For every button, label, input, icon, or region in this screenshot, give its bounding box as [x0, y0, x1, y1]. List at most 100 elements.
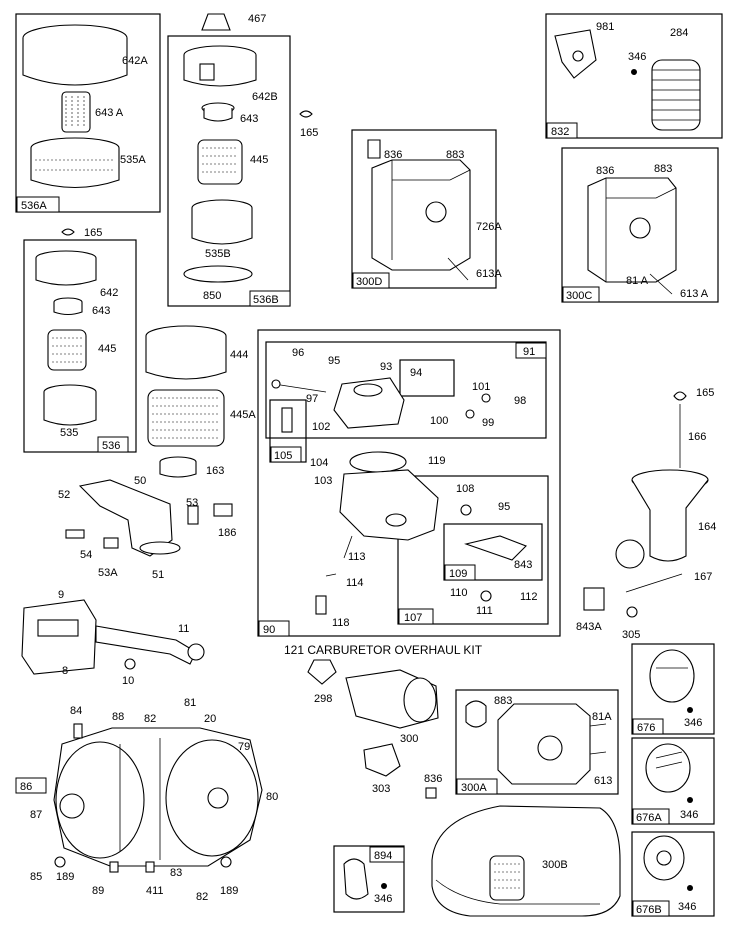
part-189: 189: [56, 871, 74, 883]
part-95-b: 95: [498, 501, 510, 513]
kit-title: 121 CARBURETOR OVERHAUL KIT: [284, 643, 483, 657]
part-643A: 643 A: [95, 107, 124, 119]
part-80: 80: [266, 791, 278, 803]
part-112: 112: [520, 591, 538, 603]
part-82-b: 82: [196, 891, 208, 903]
part-850: 850: [203, 290, 221, 302]
part-85: 85: [30, 871, 42, 883]
part-108: 108: [456, 483, 474, 495]
part-166: 166: [688, 431, 706, 443]
part-298: 298: [314, 693, 332, 705]
part-445A: 445A: [230, 409, 256, 421]
part-94: 94: [410, 367, 422, 379]
part-445: 445: [250, 154, 268, 166]
part-119: 119: [428, 455, 446, 467]
part-10: 10: [122, 675, 134, 687]
part-165-wingnut: 165: [299, 110, 318, 139]
group-300A: 300A 883 81A 613: [455, 689, 619, 795]
part-300: 300: [400, 733, 418, 745]
part-98: 98: [514, 395, 526, 407]
part-101: 101: [472, 381, 490, 393]
part-97: 97: [306, 393, 318, 405]
part-114: 114: [346, 577, 364, 589]
part-81A-c: 81 A: [626, 275, 649, 287]
part-535: 535: [60, 427, 78, 439]
part-102: 102: [312, 421, 330, 433]
part-467-knob: 467: [201, 13, 266, 31]
part-642A: 642A: [122, 55, 148, 67]
muffler-300-group: 298 300 303: [307, 659, 439, 795]
part-836-a: 836: [384, 149, 402, 161]
group-tag-536: 536: [102, 440, 120, 452]
part-535B: 535B: [205, 248, 231, 260]
part-104: 104: [310, 457, 328, 469]
part-83: 83: [170, 867, 182, 879]
group-tag-90: 90: [263, 624, 275, 636]
part-52: 52: [58, 489, 70, 501]
part-300B: 300B: [542, 859, 568, 871]
group-tag-676: 676: [637, 722, 655, 734]
part-165-mid: 165: [84, 227, 102, 239]
part-54: 54: [80, 549, 92, 561]
part-613A-b: 613 A: [680, 288, 709, 300]
part-883-b: 883: [654, 163, 672, 175]
part-79: 79: [238, 741, 250, 753]
part-100: 100: [430, 415, 448, 427]
part-186: 186: [218, 527, 236, 539]
part-642: 642: [100, 287, 118, 299]
group-832: 832 981 346 284: [545, 13, 723, 139]
part-167: 167: [694, 571, 712, 583]
group-894: 894 346: [333, 845, 405, 913]
group-536B: 536B 642B 643 445 535B 850: [167, 35, 291, 307]
part-535A: 535A: [120, 154, 146, 166]
part-303: 303: [372, 783, 390, 795]
part-346-c: 346: [680, 809, 698, 821]
part-411: 411: [146, 885, 164, 897]
part-836-b: 836: [596, 165, 614, 177]
group-tag-109: 109: [449, 568, 467, 580]
part-445-b: 445: [98, 343, 116, 355]
group-tag-894: 894: [374, 850, 392, 862]
part-89: 89: [92, 885, 104, 897]
part-81A-b: 81A: [592, 711, 612, 723]
group-tag-676B: 676B: [636, 904, 662, 916]
part-843A: 843A: [576, 621, 602, 633]
muffler-300B: 300B: [431, 805, 621, 917]
intake-elbow-group: 52 50 53 186 54 53A 51: [58, 475, 236, 581]
group-536A: 536A 642A 643 A 535A: [15, 13, 161, 213]
part-836-c: 836: [424, 773, 442, 785]
part-836-bolt: 836: [424, 773, 442, 799]
breather-group: 9 11 8 10: [21, 589, 205, 687]
group-676A: 676A 346: [631, 737, 715, 825]
part-883-c: 883: [494, 695, 512, 707]
part-164: 164: [698, 521, 716, 533]
part-642B: 642B: [252, 91, 278, 103]
group-676B: 676B 346: [631, 831, 715, 917]
group-tag-536A: 536A: [21, 200, 47, 212]
group-300C: 300C 836 883 81 A 613 A: [561, 147, 719, 303]
part-883-a: 883: [446, 149, 464, 161]
part-643-b: 643: [92, 305, 110, 317]
part-11: 11: [178, 623, 189, 635]
group-tag-832: 832: [551, 126, 569, 138]
part-82: 82: [144, 713, 156, 725]
part-81: 81: [184, 697, 196, 709]
part-50: 50: [134, 475, 146, 487]
part-103: 103: [314, 475, 332, 487]
part-613A-a: 613A: [476, 268, 502, 280]
group-tag-300A: 300A: [461, 782, 487, 794]
group-tag-536B: 536B: [253, 294, 279, 306]
group-tag-86: 86: [20, 781, 32, 793]
fuel-pipe-164: 165 166 164 167 843A 305: [576, 387, 716, 641]
group-tag-91: 91: [523, 346, 535, 358]
part-189-b: 189: [220, 885, 238, 897]
part-284: 284: [670, 27, 688, 39]
group-300D: 300D 836 883 726A 613A: [351, 129, 502, 289]
part-165-right: 165: [696, 387, 714, 399]
part-53A: 53A: [98, 567, 118, 579]
part-20: 20: [204, 713, 216, 725]
part-8: 8: [62, 665, 68, 677]
group-90-carburetor: 90 91 105 107 109 96: [257, 329, 561, 637]
part-53: 53: [186, 497, 198, 509]
